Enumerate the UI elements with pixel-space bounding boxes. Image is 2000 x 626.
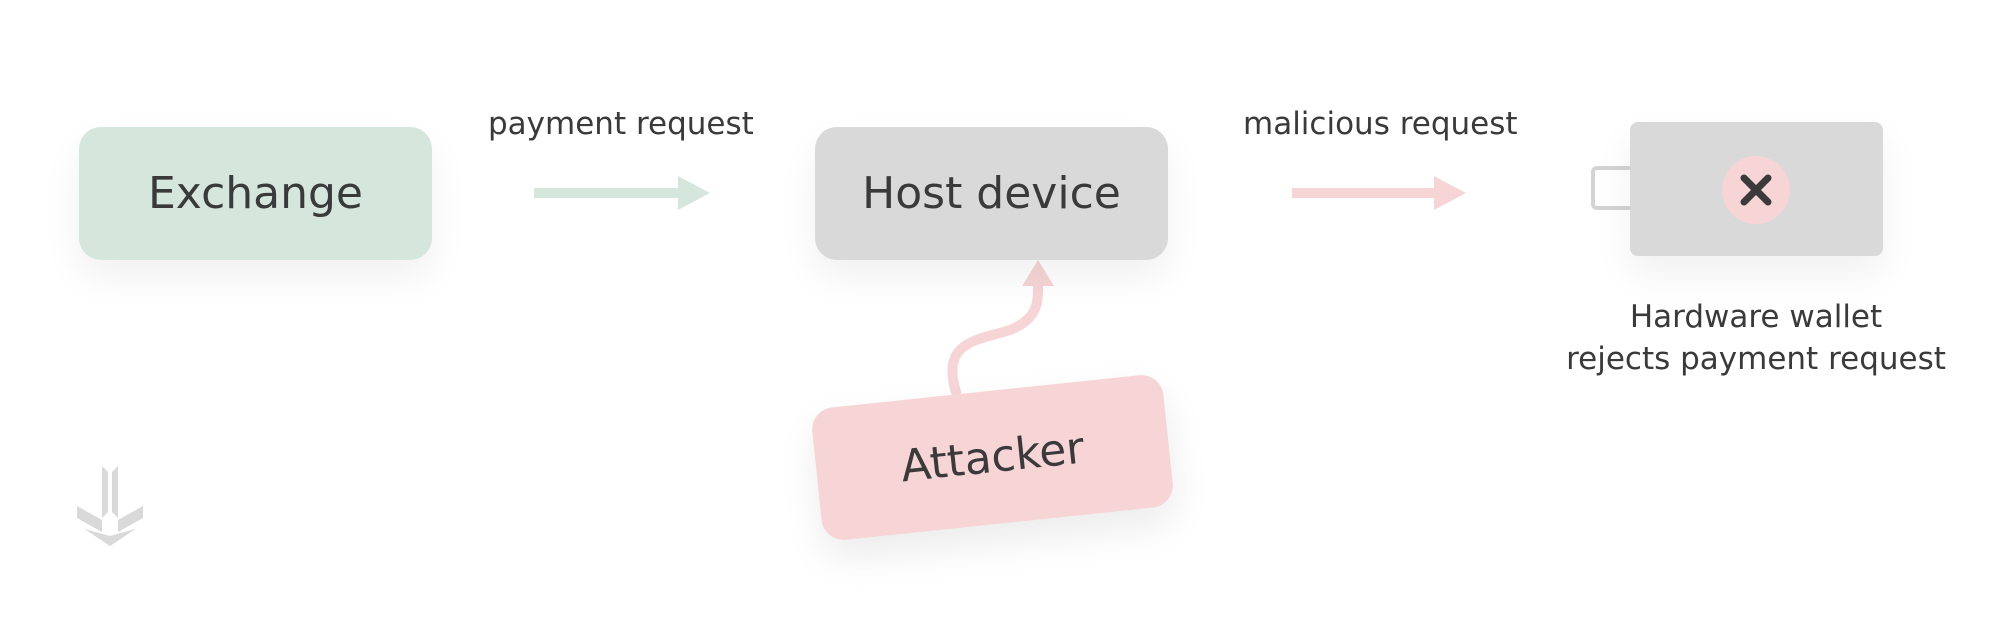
wallet-usb-connector [1591,166,1631,210]
attacker-label: Attacker [898,422,1087,493]
wallet-caption-line-1: Hardware wallet [1629,299,1883,335]
malicious-request-label: malicious request [1243,106,1518,142]
hardware-wallet-caption: Hardware wallet rejects payment request [1556,296,1956,380]
x-glyph [1740,174,1772,206]
wallet-caption-line-2: rejects payment request [1566,341,1946,377]
payment-request-label: payment request [488,106,754,142]
host-device-node: Host device [815,127,1168,260]
exchange-node: Exchange [79,127,432,260]
exchange-label: Exchange [148,168,363,219]
attacker-injection-arrow [947,260,1054,397]
logo-icon [77,466,143,546]
x-icon [1722,156,1790,224]
payment-request-arrow [534,176,710,210]
malicious-request-arrow [1292,176,1466,210]
host-device-label: Host device [862,168,1121,219]
